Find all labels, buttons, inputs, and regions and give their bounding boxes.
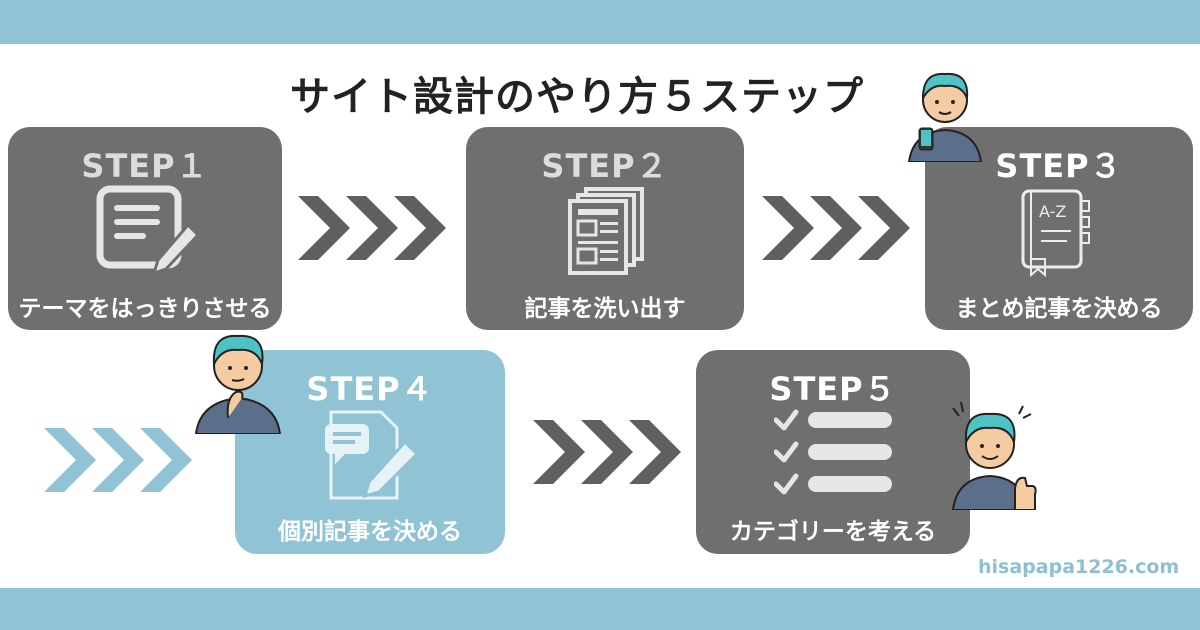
man-with-phone-illustration [907,72,983,162]
step-card-5: STEP５ カテゴリーを考える [696,350,970,554]
man-thumbs-up-illustration [951,401,1037,510]
step-heading: STEP３ [995,147,1123,185]
website-url: hisapapa1226.com [978,556,1180,578]
step-card-1: STEP１ テーマをはっきりさせる [8,127,282,330]
top-band [0,0,1200,44]
arrow-chevrons-3 [44,428,192,492]
step-label: カテゴリーを考える [729,519,937,545]
svg-text:A-Z: A-Z [1039,202,1066,221]
checklist-icon [774,409,892,495]
memo-pencil-icon [96,185,201,275]
step-heading: STEP２ [541,147,669,185]
step-card-2: STEP２ 記事を洗い出す [466,127,744,330]
step-label: 個別記事を決める [278,519,462,545]
step-label: 記事を洗い出す [524,296,686,322]
a-z-notebook-icon: A-Z [1021,189,1090,277]
step-heading: STEP１ [81,147,209,185]
bottom-band [0,588,1200,630]
step-card-4: STEP４ 個別記事を決める [235,350,505,554]
man-thinking-illustration [194,334,282,434]
newspaper-stack-icon [568,187,644,275]
arrow-chevrons-4 [533,420,681,484]
step-label: まとめ記事を決める [955,296,1163,322]
document-pencil-icon [325,410,420,500]
arrow-chevrons-1 [298,196,446,260]
arrow-chevrons-2 [762,196,910,260]
step-heading: STEP５ [769,370,897,408]
step-label: テーマをはっきりさせる [18,296,272,322]
step-heading: STEP４ [306,370,434,408]
page-title: サイト設計のやり方５ステップ [290,74,864,120]
